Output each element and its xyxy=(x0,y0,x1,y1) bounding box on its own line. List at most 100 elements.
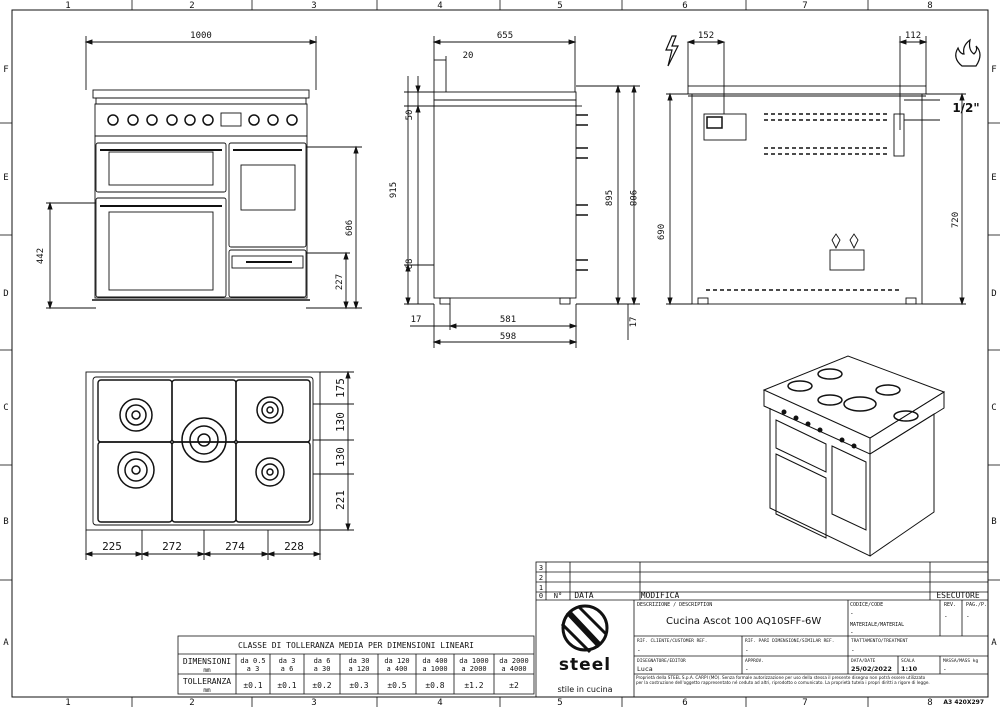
tolerance-value: ±2 xyxy=(509,681,519,690)
col-label-4-bottom: 4 xyxy=(437,698,442,707)
title-block xyxy=(535,561,989,698)
col-label-5: 5 xyxy=(557,1,562,11)
approved-label: APPROV. xyxy=(745,658,764,664)
col-label-7-bottom: 7 xyxy=(802,698,807,707)
tolerance-value: ±0.1 xyxy=(243,681,262,690)
code-label: CODICE/CODE xyxy=(850,602,883,608)
row-label-C: C xyxy=(3,403,8,413)
tolerance-value: ±0.3 xyxy=(349,681,368,690)
material-value: - xyxy=(850,629,854,636)
range-to: a 4000 xyxy=(501,665,526,673)
col-label-2: 2 xyxy=(189,1,194,11)
col-label-7: 7 xyxy=(802,1,807,11)
tolerance-row2-unit: mm xyxy=(203,687,211,694)
row-label-B-right: B xyxy=(991,517,996,527)
tolerance-row1-unit: mm xyxy=(203,667,211,674)
scale-label: SCALA xyxy=(901,658,915,664)
side-dim-20: 20 xyxy=(463,51,474,61)
treatment-label: TRATTAMENTO/TREATMENT xyxy=(851,638,908,644)
rev-row-0: 0 xyxy=(539,592,543,600)
col-label-1-bottom: 1 xyxy=(65,698,70,707)
col-label-2-bottom: 2 xyxy=(189,698,194,707)
range-to: a 2000 xyxy=(461,665,486,673)
range-to: a 3 xyxy=(247,665,260,673)
row-label-C-right: C xyxy=(991,403,996,413)
row-label-D: D xyxy=(3,289,8,299)
col-label-1: 1 xyxy=(65,1,70,11)
range-to: a 30 xyxy=(314,665,331,673)
row-label-E: E xyxy=(3,173,8,183)
top-dim-274: 274 xyxy=(225,540,245,553)
top-dim-130a: 130 xyxy=(334,412,347,432)
row-label-A: A xyxy=(3,638,9,648)
tolerance-value: ±0.2 xyxy=(312,681,331,690)
row-label-F-right: F xyxy=(991,65,996,75)
row-label-D-right: D xyxy=(991,289,996,299)
front-width-dim: 1000 xyxy=(190,31,212,41)
logo-tagline: stile in cucina xyxy=(557,685,612,694)
gas-connection-label: 1/2" xyxy=(952,101,979,115)
designer-value: Luca xyxy=(637,665,653,673)
rear-dim-152: 152 xyxy=(698,31,714,41)
range-from: da 400 xyxy=(422,657,447,665)
top-view xyxy=(84,370,354,560)
ownership-notice: Proprietà della STEEL S.p.A. CARPI (MO).… xyxy=(636,675,930,685)
customer-ref-label: RIF. CLIENTE/CUSTOMER REF. xyxy=(637,638,707,644)
side-depth-dim: 655 xyxy=(497,31,513,41)
row-label-A-right: A xyxy=(991,638,997,648)
rev-rows: 3 2 1 0 xyxy=(539,564,543,600)
rev-value: - xyxy=(944,613,948,620)
rev-header-num: N° xyxy=(554,592,562,600)
tolerance-row2-label: TOLLERANZA xyxy=(183,677,231,686)
designer-label: DISEGNATORE/EDITOR xyxy=(637,658,686,664)
rev-row-1: 1 xyxy=(539,584,543,592)
range-to: a 400 xyxy=(386,665,407,673)
side-dim-915: 915 xyxy=(389,182,399,198)
range-from: da 120 xyxy=(384,657,409,665)
col-label-6: 6 xyxy=(682,1,687,11)
front-dim-606: 606 xyxy=(345,220,355,236)
date-label: DATA/DATE xyxy=(851,658,876,664)
range-to: a 120 xyxy=(348,665,369,673)
similar-ref-label: RIF. PARI DIMENSIONI/SIMILAR REF. xyxy=(745,638,834,644)
side-dim-895: 895 xyxy=(605,190,615,206)
tolerance-value: ±0.1 xyxy=(277,681,296,690)
col-label-3-bottom: 3 xyxy=(311,698,316,707)
rev-row-2: 2 xyxy=(539,574,543,582)
side-view xyxy=(404,36,640,348)
side-dim-598: 598 xyxy=(500,332,516,342)
pag-label: PAG./P. xyxy=(966,602,987,608)
side-dim-908: 908 xyxy=(627,190,637,206)
mass-label: MASSA/MASS kg xyxy=(943,658,979,664)
rear-dim-17: 17 xyxy=(629,317,639,328)
top-dim-228: 228 xyxy=(284,540,304,553)
top-dim-130b: 130 xyxy=(334,447,347,467)
electrical-lightning-icon xyxy=(665,35,679,67)
tolerance-value: ±0.5 xyxy=(387,681,406,690)
range-from: da 1000 xyxy=(459,657,489,665)
drawing-description: Cucina Ascot 100 AQ10SFF-6W xyxy=(666,616,821,627)
pag-value: - xyxy=(966,613,970,620)
row-label-B: B xyxy=(3,517,8,527)
isometric-view xyxy=(762,355,946,557)
side-dim-17: 17 xyxy=(411,315,422,325)
row-label-E-right: E xyxy=(991,173,996,183)
col-label-5-bottom: 5 xyxy=(557,698,562,707)
tolerance-table xyxy=(177,635,535,695)
col-label-3: 3 xyxy=(311,1,316,11)
rev-label: REV. xyxy=(944,602,956,608)
top-dim-175: 175 xyxy=(334,378,347,398)
mass-value: - xyxy=(943,666,947,673)
tolerance-values: ±0.1 ±0.1 ±0.2 ±0.3 ±0.5 ±0.8 ±1.2 ±2 xyxy=(243,681,519,690)
front-dim-442: 442 xyxy=(36,248,46,264)
front-view xyxy=(46,36,362,310)
rev-header-mod: MODIFICA xyxy=(641,591,680,600)
material-label: MATERIALE/MATERIAL xyxy=(850,622,904,628)
ownership-notice-text: Proprietà della STEEL S.p.A. CARPI (MO).… xyxy=(636,675,930,685)
row-label-F: F xyxy=(3,65,8,75)
rev-row-3: 3 xyxy=(539,564,543,572)
range-from: da 6 xyxy=(314,657,331,665)
side-dim-68: 68 xyxy=(405,259,415,270)
rev-header-date: DATA xyxy=(574,591,593,600)
